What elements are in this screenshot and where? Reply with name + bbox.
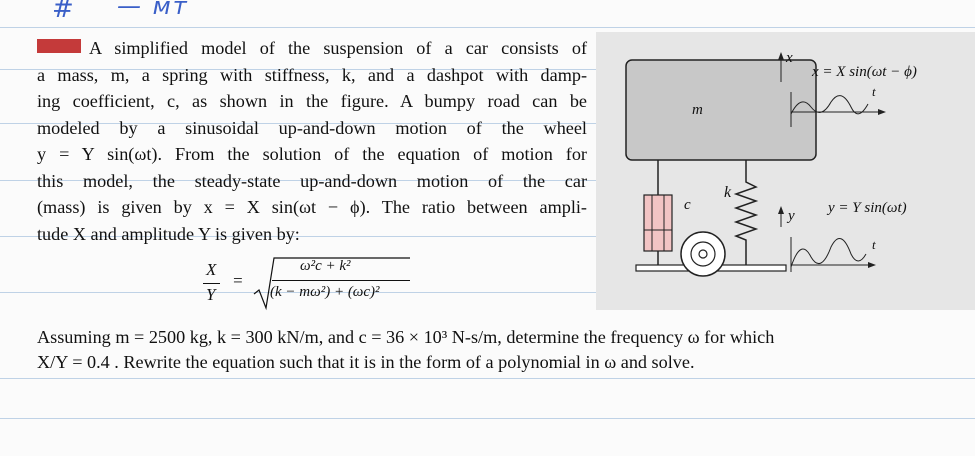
suspension-figure: m c k x y t t x = X sin(ωt − ϕ) y = Y si… bbox=[596, 32, 975, 310]
spring-label: k bbox=[724, 184, 732, 201]
x-equation: x = X sin(ωt − ϕ) bbox=[812, 64, 917, 80]
formula-fraction-bar bbox=[272, 280, 410, 281]
formula-denominator: (k − mω²) + (ωc)² bbox=[270, 284, 380, 300]
formula-equals: = bbox=[232, 271, 244, 290]
suspension-diagram bbox=[625, 52, 886, 277]
problem-line: modeled by a sinusoidal up-and-down moti… bbox=[37, 117, 587, 138]
problem-line: A simplified model of the suspension of … bbox=[37, 35, 587, 62]
spring-coil bbox=[733, 160, 759, 267]
damper-cylinder bbox=[643, 194, 673, 252]
question-line-1: Assuming m = 2500 kg, k = 300 kN/m, and … bbox=[37, 327, 775, 347]
ruled-line bbox=[0, 418, 975, 419]
y-equation: y = Y sin(ωt) bbox=[828, 200, 907, 216]
handwritten-hash: # bbox=[52, 0, 74, 24]
problem-paragraph: A simplified model of the suspension of … bbox=[37, 35, 587, 247]
problem-number-badge bbox=[37, 39, 81, 53]
ruled-line bbox=[0, 69, 975, 70]
formula-radical bbox=[253, 257, 410, 311]
damper-label: c bbox=[684, 197, 691, 213]
ruled-line bbox=[0, 123, 975, 124]
formula-lhs-bar bbox=[203, 283, 220, 284]
ruled-line bbox=[0, 236, 975, 237]
ruled-line bbox=[0, 378, 975, 379]
formula-lhs-denominator: Y bbox=[206, 285, 216, 304]
ruled-line bbox=[0, 292, 975, 293]
x-axis-label: x bbox=[786, 50, 793, 66]
handwritten-note: — мт bbox=[117, 0, 189, 20]
mass-block bbox=[625, 59, 817, 161]
problem-line: a mass, m, a spring with stiffness, k, a… bbox=[37, 64, 587, 85]
problem-line: this model, the steady-state up-and-down… bbox=[37, 170, 587, 191]
ruled-line bbox=[0, 27, 975, 28]
mass-label: m bbox=[692, 102, 703, 118]
y-axis-label: y bbox=[788, 208, 795, 224]
t-label-top: t bbox=[872, 84, 876, 99]
problem-line: ing coefficient, c, as shown in the figu… bbox=[37, 91, 587, 111]
problem-line: tude X and amplitude Y is given by: bbox=[37, 223, 300, 244]
question-line-2: X/Y = 0.4 . Rewrite the equation such th… bbox=[37, 352, 695, 372]
problem-line: y = Y sin(ωt). From the solution of the … bbox=[37, 144, 587, 164]
ruled-line bbox=[0, 180, 975, 181]
formula-numerator: ω²c + k² bbox=[300, 258, 351, 274]
formula-lhs-numerator: X bbox=[206, 260, 217, 279]
problem-line: (mass) is given by x = X sin(ωt − ϕ). Th… bbox=[37, 197, 587, 217]
t-label-bottom: t bbox=[872, 237, 876, 252]
